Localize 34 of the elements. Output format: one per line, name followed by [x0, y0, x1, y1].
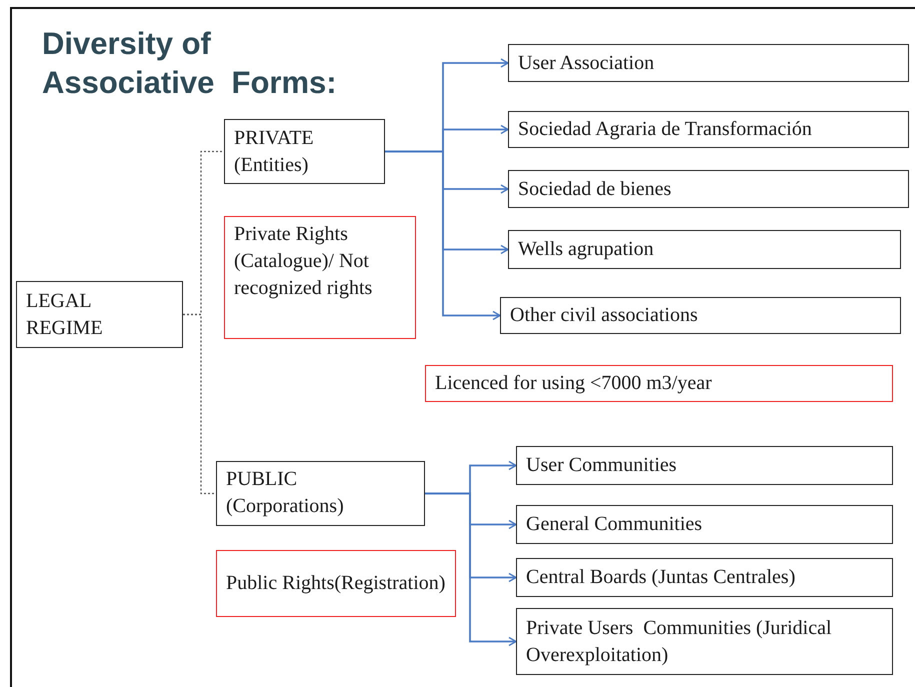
- category-box: [508, 111, 909, 148]
- category-box: [500, 297, 901, 334]
- note-box: [224, 216, 416, 339]
- box-label: LEGAL REGIME: [26, 288, 104, 340]
- box-label: Public Rights(Registration): [226, 571, 446, 596]
- box-label: Licenced for using <7000 m3/year: [435, 371, 712, 396]
- category-box: [516, 558, 893, 597]
- category-box: [516, 505, 893, 544]
- box-label: Sociedad Agraria de Transformación: [518, 117, 812, 142]
- arrow: [385, 150, 501, 320]
- box-label: PRIVATE (Entities): [234, 126, 315, 178]
- category-box: [224, 119, 385, 184]
- category-box: [16, 281, 183, 348]
- box-label: General Communities: [526, 512, 702, 537]
- bracket-connector: [183, 314, 216, 494]
- category-box: [508, 44, 909, 82]
- category-box: [508, 170, 909, 208]
- box-label: User Communities: [526, 453, 677, 478]
- title: Diversity of Associative Forms:: [42, 25, 338, 102]
- note-box: [425, 365, 893, 402]
- category-box: [516, 608, 893, 675]
- box-label: Private Users Communities (Juridical Overexploitation): [526, 616, 833, 668]
- box-label: Wells agrupation: [518, 237, 654, 262]
- box-label: Central Boards (Juntas Centrales): [526, 565, 796, 590]
- box-label: Sociedad de bienes: [518, 176, 672, 202]
- box-label: User Association: [518, 50, 654, 76]
- box-label: Private Rights (Catalogue)/ Not recognized rights: [234, 222, 374, 301]
- box-label: Other civil associations: [510, 303, 698, 328]
- box-label: PUBLIC (Corporations): [226, 467, 345, 519]
- note-box: [216, 550, 456, 617]
- arrow: [425, 492, 517, 646]
- category-box: [516, 446, 893, 485]
- category-box: [508, 230, 901, 269]
- category-box: [216, 461, 425, 526]
